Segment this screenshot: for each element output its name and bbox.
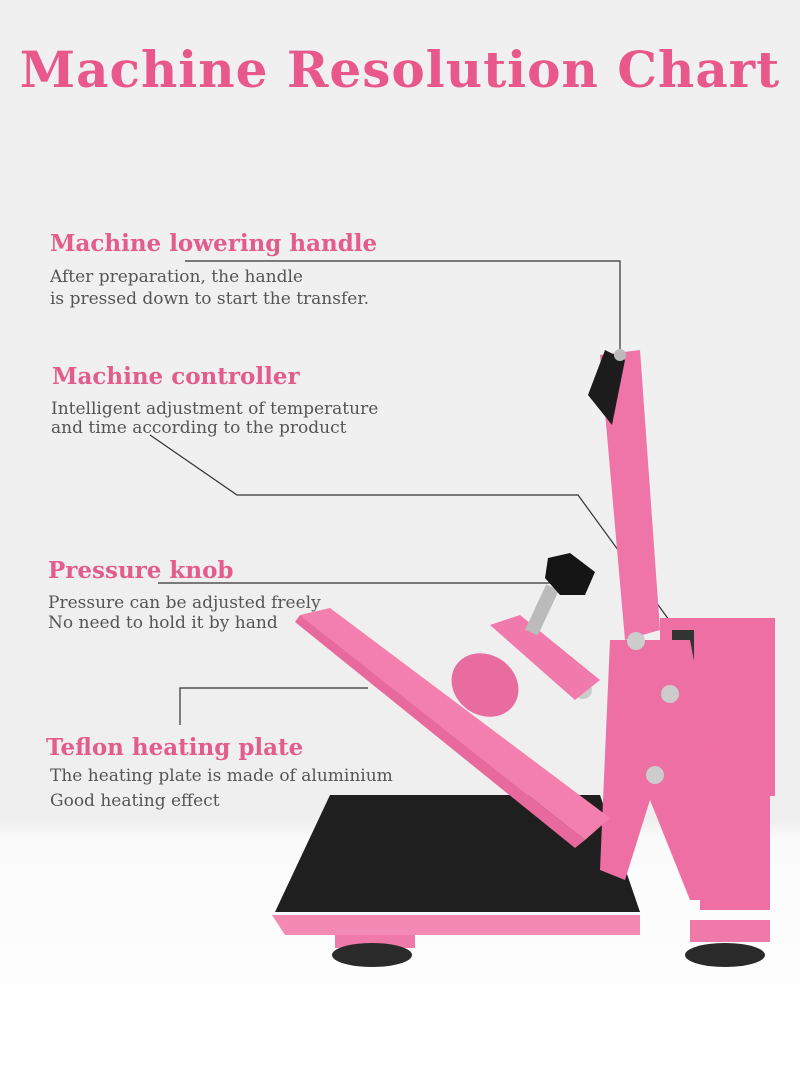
leader-plate [179, 687, 368, 725]
desc-line: After preparation, the handle [50, 267, 303, 287]
callout-desc-controller: Intelligent adjustment of temperature an… [51, 398, 378, 439]
desc-line: Intelligent adjustment of temperature [51, 399, 379, 419]
handle-grip [588, 350, 625, 425]
callout-desc-knob: Pressure can be adjusted freely No need … [48, 592, 321, 634]
desc-line: is pressed down to start the transfer. [50, 289, 369, 309]
page-title: Machine Resolution Chart [19, 40, 781, 99]
base-assembly [272, 795, 770, 967]
frame [490, 349, 775, 910]
callout-desc-handle: After preparation, the handle is pressed… [50, 266, 369, 310]
desc-line: Pressure can be adjusted freely [48, 593, 321, 613]
callout-label-handle: Machine lowering handle [50, 230, 378, 257]
callout-desc-plate: The heating plate is made of aluminium G… [50, 765, 393, 812]
leader-lines [149, 260, 681, 725]
desc-line: and time according to the product [51, 418, 347, 438]
callout-label-plate: Teflon heating plate [46, 734, 304, 761]
leader-handle [185, 260, 621, 350]
desc-line: The heating plate is made of aluminium [50, 766, 393, 786]
handle-arm [600, 350, 660, 640]
pressure-knob [525, 553, 595, 636]
upper-heating-plate [295, 608, 610, 848]
callout-label-knob: Pressure knob [48, 557, 234, 584]
desc-line: No need to hold it by hand [48, 613, 278, 633]
pivot-bolt [627, 632, 645, 650]
callout-label-controller: Machine controller [52, 363, 300, 390]
desc-line: Good heating effect [50, 791, 220, 811]
